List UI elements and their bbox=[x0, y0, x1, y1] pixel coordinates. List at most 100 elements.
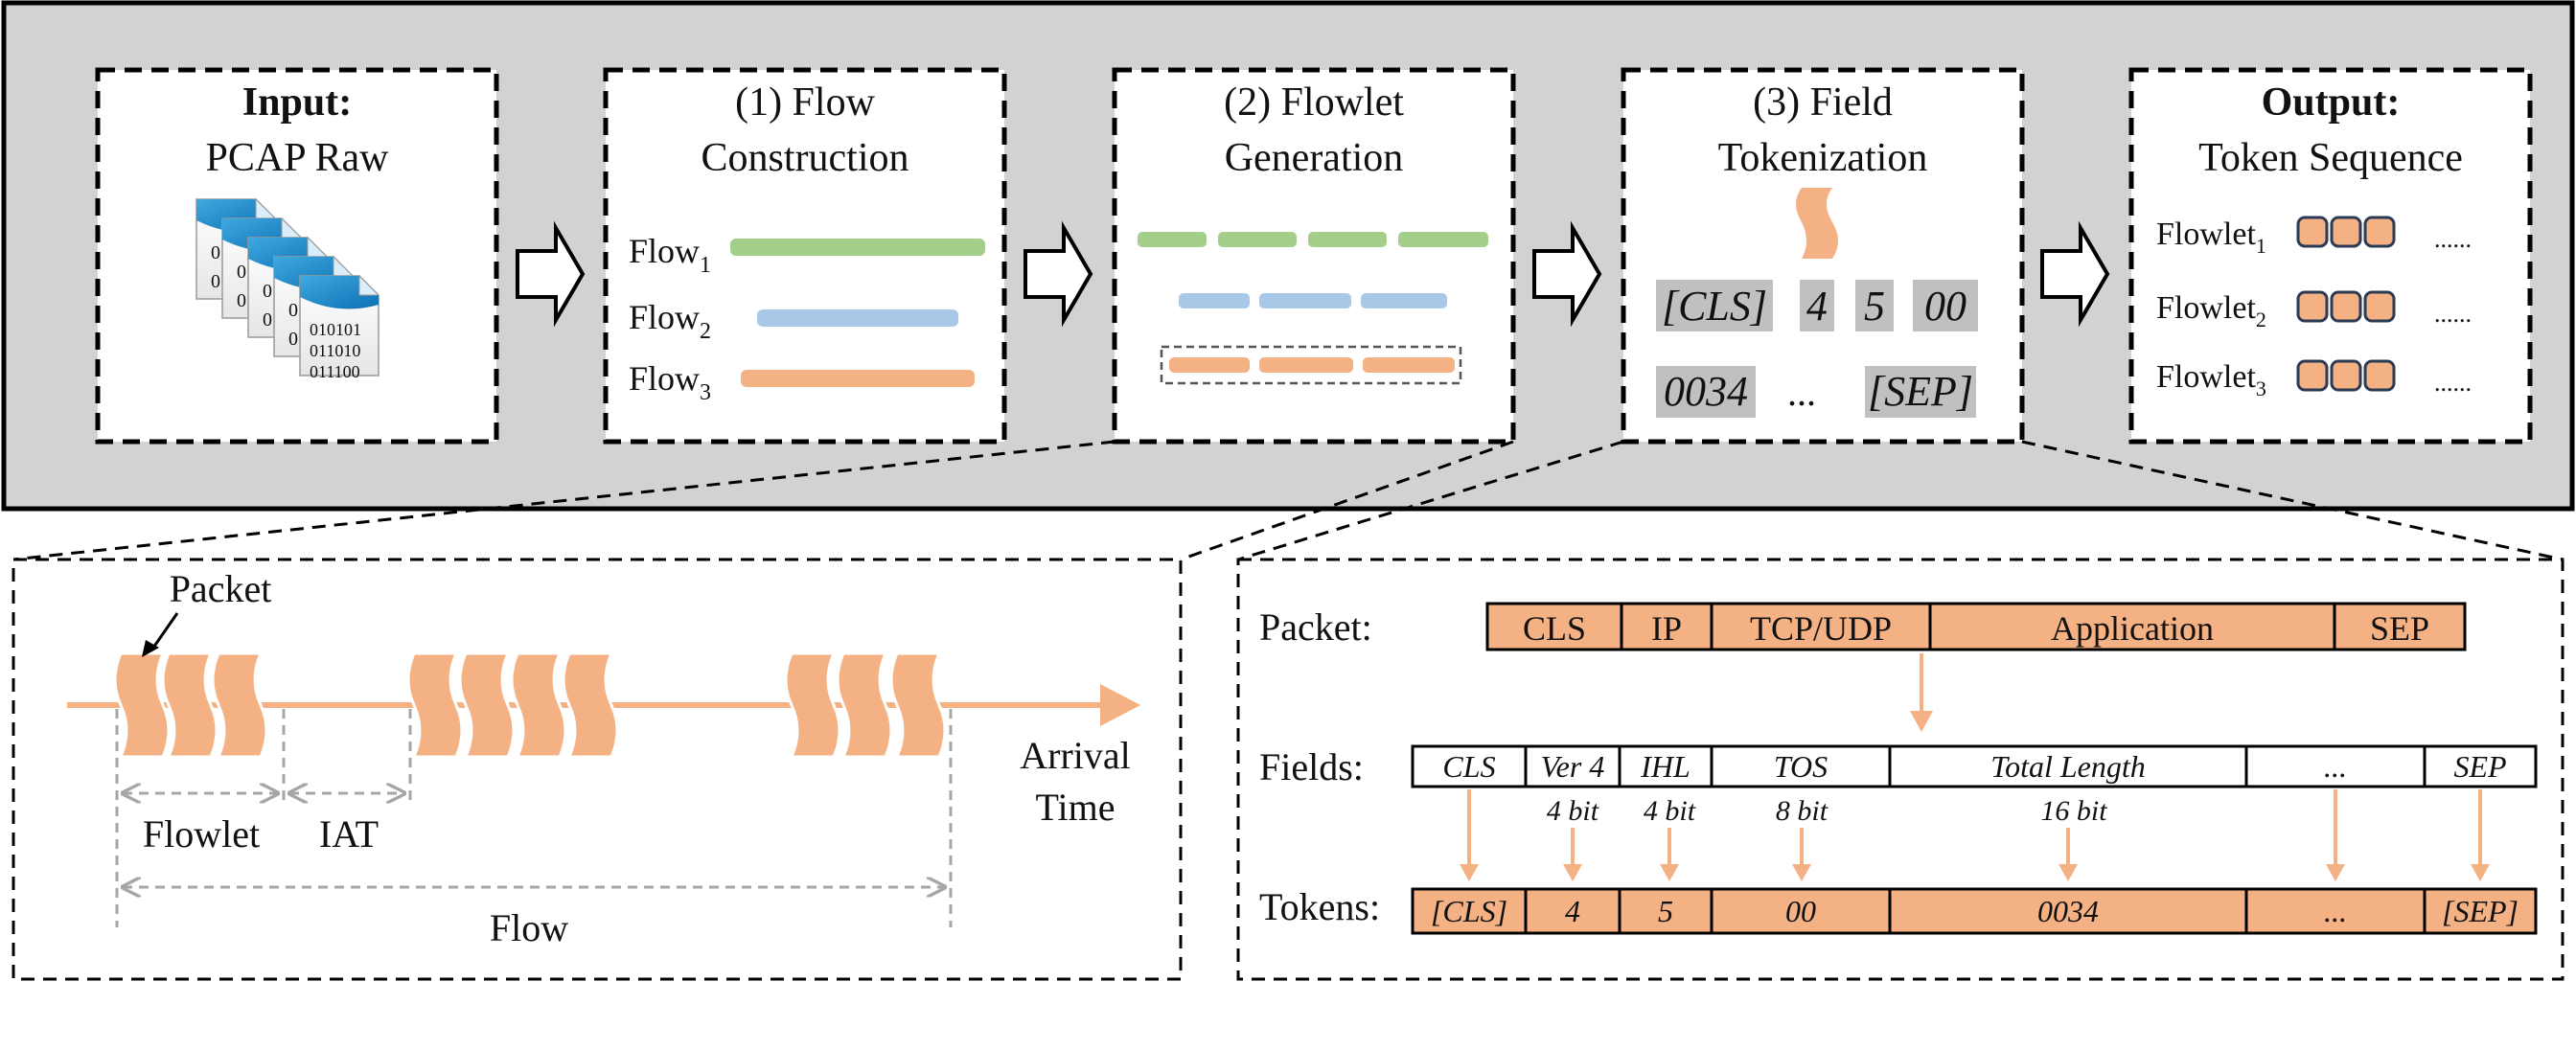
packet-shape bbox=[211, 651, 268, 759]
flow1-bar bbox=[730, 239, 985, 256]
token-cell-4: 4 bbox=[1565, 894, 1580, 928]
pipeline-arrow-2 bbox=[1024, 220, 1093, 328]
svg-text:011010: 011010 bbox=[310, 341, 360, 360]
flow-construction-box: (1) Flow Construction Flow1 Flow2 Flow3 bbox=[603, 67, 1007, 445]
packet-label: Packet bbox=[170, 567, 272, 610]
output-title: Output: bbox=[2262, 80, 2401, 125]
zoom-connectors bbox=[12, 440, 2564, 561]
step3-line2: Tokenization bbox=[1718, 136, 1928, 180]
pipeline-arrow-4 bbox=[2040, 220, 2110, 328]
bits-ihl: 4 bit bbox=[1644, 795, 1696, 827]
token-cell-cls: [CLS] bbox=[1431, 894, 1507, 928]
packet-pointer bbox=[151, 612, 179, 649]
step3-token-00: 00 bbox=[1924, 283, 1966, 330]
flowlet-orange-1 bbox=[1169, 357, 1250, 373]
flowlet-blue-1 bbox=[1179, 293, 1250, 308]
field-cell-cls: CLS bbox=[1442, 749, 1495, 784]
flowlet-orange-2 bbox=[1259, 357, 1353, 373]
packet-cell-tcpudp: TCP/UDP bbox=[1750, 609, 1892, 648]
svg-text:0: 0 bbox=[211, 242, 220, 263]
output-flowlet2-label: Flowlet2 bbox=[2156, 290, 2266, 331]
step3-token-ellipsis: ... bbox=[1787, 371, 1816, 414]
step3-token-sep: [SEP] bbox=[1868, 368, 1973, 415]
tokens-row-label: Tokens: bbox=[1259, 885, 1380, 928]
input-title: Input: bbox=[242, 80, 352, 125]
step3-token-0034: 0034 bbox=[1664, 368, 1748, 415]
flowlet-green-1 bbox=[1138, 232, 1207, 247]
field-cell-ver: Ver 4 bbox=[1541, 749, 1605, 784]
packets bbox=[113, 651, 947, 759]
flowlet-blue-3 bbox=[1361, 293, 1447, 308]
packet-cell-sep: SEP bbox=[2370, 609, 2429, 648]
time-axis-arrowhead bbox=[1100, 684, 1140, 726]
packet-shape bbox=[458, 651, 516, 759]
packet-cell-application: Application bbox=[2051, 609, 2214, 648]
flowlet-green-4 bbox=[1398, 232, 1488, 247]
step3-line1: (3) Field bbox=[1753, 80, 1893, 125]
arrival-label-line1: Arrival bbox=[1020, 734, 1131, 777]
token-cell-ellipsis: ... bbox=[2324, 894, 2347, 928]
packet-shape bbox=[510, 651, 567, 759]
packet-shape bbox=[161, 651, 218, 759]
output-flowlet3-label: Flowlet3 bbox=[2156, 359, 2266, 400]
token-cell-0034: 0034 bbox=[2037, 894, 2099, 928]
flow-label: Flow bbox=[490, 906, 568, 949]
output-subtitle: Token Sequence bbox=[2198, 136, 2463, 180]
svg-text:0: 0 bbox=[263, 309, 272, 331]
packet-shape bbox=[113, 651, 171, 759]
step2-line2: Generation bbox=[1225, 136, 1404, 180]
bits-total-length: 16 bit bbox=[2040, 795, 2107, 827]
pcap-file-icon: 0 0 0 0 0 0 0 0 010101 011010 011100 bbox=[196, 198, 380, 381]
flowlet-green-3 bbox=[1308, 232, 1387, 247]
field-cell-tos: TOS bbox=[1774, 749, 1828, 784]
fields-row-label: Fields: bbox=[1259, 745, 1364, 788]
packet-shape bbox=[836, 651, 893, 759]
flowlet-label: Flowlet bbox=[143, 812, 260, 856]
flowlet-blue-2 bbox=[1259, 293, 1351, 308]
svg-text:011100: 011100 bbox=[310, 362, 360, 381]
output-dots-2: ...... bbox=[2434, 300, 2472, 328]
token-cell-5: 5 bbox=[1658, 894, 1673, 928]
step2-line1: (2) Flowlet bbox=[1224, 80, 1404, 125]
flowlet-generation-box: (2) Flowlet Generation bbox=[1112, 67, 1516, 445]
field-cell-total-length: Total Length bbox=[1990, 749, 2146, 784]
bits-ver: 4 bit bbox=[1547, 795, 1599, 827]
flow2-bar bbox=[757, 309, 958, 327]
flowlet-green-2 bbox=[1218, 232, 1297, 247]
step1-line2: Construction bbox=[702, 136, 909, 180]
packet-cell-cls: CLS bbox=[1523, 609, 1586, 648]
flow-detail-panel: Packet Arrival Time Flowlet IAT Flow bbox=[12, 558, 1183, 981]
arrival-label-line2: Time bbox=[1035, 786, 1115, 829]
svg-text:0: 0 bbox=[288, 300, 298, 321]
packet-shape bbox=[889, 651, 947, 759]
output-box: Output: Token Sequence Flowlet1 ...... F… bbox=[2128, 67, 2533, 445]
field-cell-ellipsis: ... bbox=[2324, 749, 2347, 784]
flow2-label: Flow2 bbox=[629, 298, 711, 344]
step1-line1: (1) Flow bbox=[735, 80, 876, 125]
packet-row-label: Packet: bbox=[1259, 605, 1372, 649]
output-dots-3: ...... bbox=[2434, 369, 2472, 397]
svg-text:0: 0 bbox=[237, 262, 246, 283]
svg-text:010101: 010101 bbox=[310, 320, 361, 339]
token-detail-panel: Packet: CLS IP TCP/UDP Application SEP F… bbox=[1236, 558, 2564, 981]
packet-cell-ip: IP bbox=[1651, 609, 1682, 648]
svg-text:0: 0 bbox=[288, 329, 298, 350]
step3-token-cls: [CLS] bbox=[1662, 283, 1767, 330]
svg-text:0: 0 bbox=[237, 290, 246, 311]
field-cell-ihl: IHL bbox=[1640, 749, 1690, 784]
input-box: Input: PCAP Raw 0 0 0 0 0 0 0 0 010101 0… bbox=[95, 67, 499, 445]
token-cell-00: 00 bbox=[1785, 894, 1816, 928]
iat-label: IAT bbox=[319, 812, 379, 856]
flowlet-selection-box bbox=[1160, 345, 1462, 385]
input-subtitle: PCAP Raw bbox=[206, 136, 390, 180]
output-flowlet1-label: Flowlet1 bbox=[2156, 217, 2266, 258]
fields-row: CLS Ver 4 IHL TOS Total Length ... SEP bbox=[1411, 744, 2538, 788]
packet-shape bbox=[784, 651, 841, 759]
svg-text:0: 0 bbox=[263, 281, 272, 302]
bits-tos: 8 bit bbox=[1776, 795, 1828, 827]
tokens-row: [CLS] 4 5 00 0034 ... [SEP] bbox=[1411, 887, 2538, 935]
packet-shape bbox=[406, 651, 464, 759]
flow3-label: Flow3 bbox=[629, 359, 711, 405]
packet-shape bbox=[562, 651, 619, 759]
svg-text:0: 0 bbox=[211, 271, 220, 292]
